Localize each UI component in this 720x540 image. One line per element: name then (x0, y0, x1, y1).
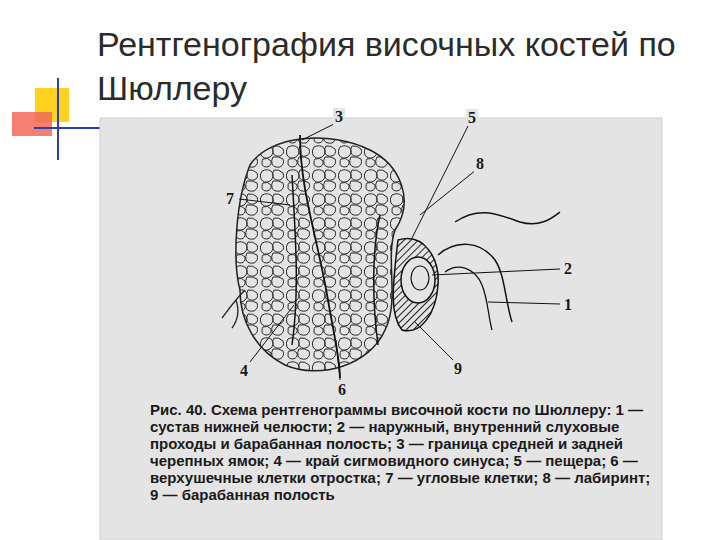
leader-line (336, 340, 340, 380)
ear-canal (411, 266, 429, 290)
leader-line (302, 124, 334, 140)
mastoid-cells (236, 138, 404, 371)
leader-line (412, 126, 468, 238)
scan-page (100, 118, 662, 540)
deco-square (12, 112, 52, 136)
bone-outline (455, 212, 560, 224)
callout-number: 7 (224, 190, 236, 207)
bone-outline (374, 215, 380, 345)
deco-line (34, 127, 108, 129)
callout-number: 5 (466, 109, 478, 126)
sinus-edge (292, 175, 296, 345)
scan-border (100, 118, 662, 540)
callout-number: 4 (238, 362, 250, 379)
leader-line (250, 305, 294, 362)
figure-caption: Рис. 40. Схема рентгенограммы височной к… (150, 401, 658, 503)
callout-number: 2 (562, 260, 574, 277)
bone-outline (222, 290, 245, 328)
callout-number: 8 (474, 155, 486, 172)
callout-number: 3 (333, 108, 345, 125)
fossa-border (300, 135, 340, 378)
jaw-joint (445, 267, 492, 330)
leader-line (239, 199, 290, 205)
callout-number: 1 (562, 296, 574, 313)
tympanic-cavity (393, 239, 438, 331)
leader-line (488, 302, 560, 304)
leader-line (420, 170, 476, 215)
jaw-joint (438, 244, 512, 322)
ear-canal (401, 257, 435, 303)
callout-number: 6 (336, 381, 348, 398)
deco-line (57, 78, 59, 160)
leader-line (415, 322, 453, 360)
slide-title: Рентгенография височных костей по Шюллер… (97, 22, 687, 110)
leader-line (432, 269, 560, 275)
callout-number: 9 (452, 360, 464, 377)
